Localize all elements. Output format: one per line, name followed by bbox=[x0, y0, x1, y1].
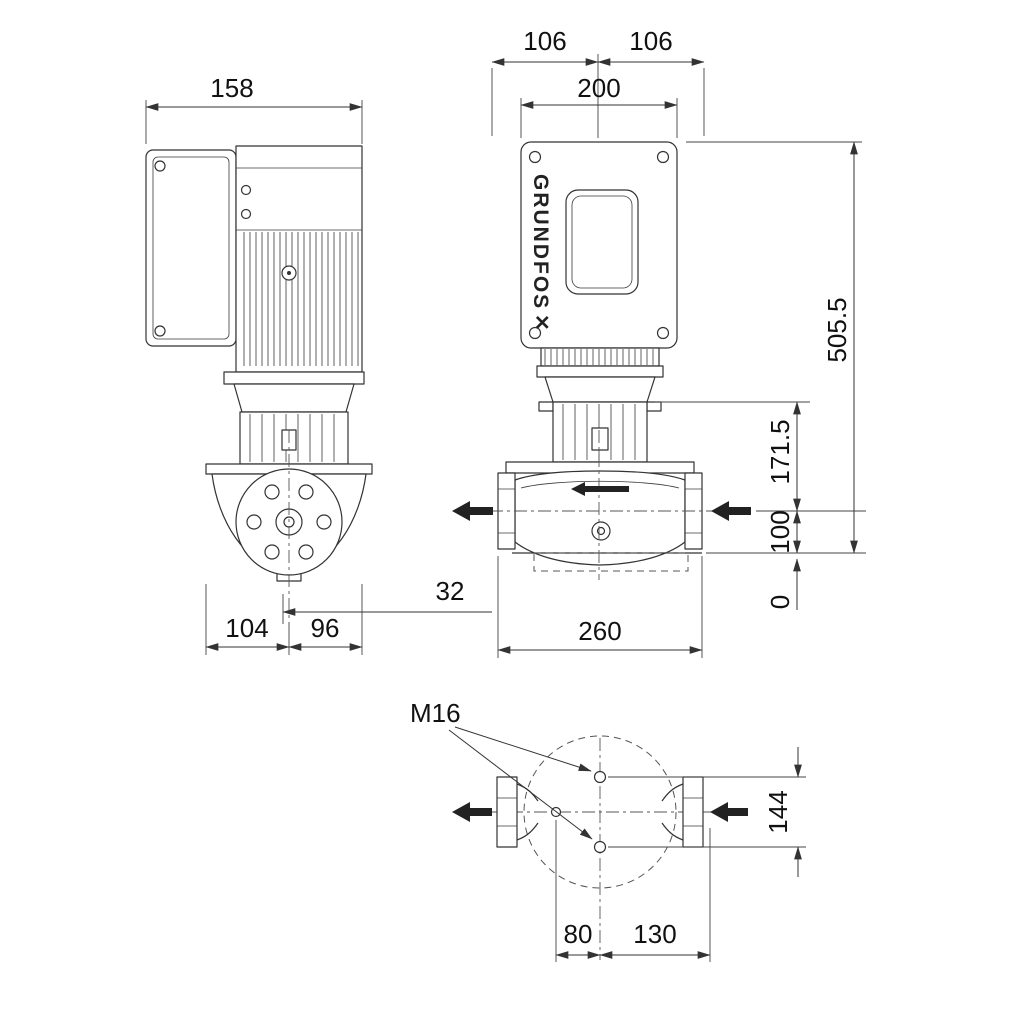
dim-106-left-label: 106 bbox=[523, 26, 566, 56]
motor-bolt-icon bbox=[240, 208, 252, 220]
flow-arrow-outlet-icon bbox=[452, 802, 492, 822]
motor-screw-icon bbox=[528, 326, 542, 340]
dim-m16-label: M16 bbox=[410, 698, 461, 728]
fin-band-fins bbox=[544, 349, 654, 365]
volute-detail-arc bbox=[520, 480, 680, 489]
m16-leader-line bbox=[454, 726, 592, 772]
top-view bbox=[452, 735, 748, 960]
motor-screw-icon bbox=[656, 150, 670, 164]
dim-158-label: 158 bbox=[210, 73, 253, 103]
nameplate bbox=[565, 189, 639, 295]
flange-bolt-hole bbox=[264, 544, 280, 560]
front-view: GRUNDFOS ✕ bbox=[452, 141, 751, 580]
terminal-box bbox=[145, 149, 237, 347]
pipe-neck-line bbox=[661, 822, 684, 841]
motor-fins bbox=[243, 232, 359, 366]
terminal-box-inner bbox=[152, 156, 230, 340]
lantern-tab bbox=[538, 401, 554, 412]
drain-plug-center bbox=[596, 526, 606, 536]
motor-body-side bbox=[235, 145, 363, 373]
motor-flange-band bbox=[223, 371, 365, 385]
pipe-neck-line bbox=[516, 822, 539, 841]
dim-0-label: 0 bbox=[765, 595, 795, 609]
grundfos-logo-text: GRUNDFOS bbox=[529, 174, 552, 310]
dim-144-label: 144 bbox=[763, 790, 793, 833]
dim-32-label: 32 bbox=[436, 576, 465, 606]
lantern-housing bbox=[544, 376, 656, 403]
volute-hidden-circle bbox=[523, 735, 677, 889]
m16-bolt-hole bbox=[593, 770, 607, 784]
flange-bolt-hole bbox=[316, 514, 332, 530]
dim-80-label: 80 bbox=[564, 919, 593, 949]
side-view bbox=[145, 145, 373, 622]
discharge-flange-top bbox=[682, 776, 704, 848]
dim-505-label: 505.5 bbox=[822, 297, 852, 362]
motor-screw-icon bbox=[528, 150, 542, 164]
lantern-tab bbox=[646, 401, 662, 412]
flow-arrow-inlet-icon bbox=[711, 501, 751, 521]
motor-bolt-icon bbox=[240, 184, 252, 196]
side-view-dimensions: 158 104 96 32 bbox=[145, 73, 492, 655]
m16-leader-line bbox=[448, 729, 593, 840]
terminal-box-screw-icon bbox=[154, 325, 166, 337]
drain-plug bbox=[591, 521, 611, 541]
volute-body bbox=[514, 470, 686, 566]
terminal-box-screw-icon bbox=[154, 160, 166, 172]
flow-arrow-outlet-icon bbox=[452, 501, 493, 521]
dim-100-label: 100 bbox=[765, 510, 795, 553]
dim-130-label: 130 bbox=[633, 919, 676, 949]
flange-bolt-hole bbox=[264, 484, 280, 500]
motor-flange-band bbox=[536, 365, 664, 378]
m16-bolt-hole bbox=[593, 840, 607, 854]
foundation-hidden-outline bbox=[533, 552, 689, 572]
lantern-housing bbox=[233, 383, 355, 413]
motor-screw-icon bbox=[656, 326, 670, 340]
pipe-neck-line bbox=[661, 783, 684, 802]
flow-arrow-inlet-icon bbox=[710, 802, 748, 822]
coupling-block bbox=[591, 427, 609, 451]
suction-flange-top bbox=[496, 776, 518, 848]
dim-260-label: 260 bbox=[578, 616, 621, 646]
dim-104-label: 104 bbox=[225, 613, 268, 643]
dim-171-label: 171.5 bbox=[765, 419, 795, 484]
dim-96-label: 96 bbox=[311, 613, 340, 643]
flow-arrow-internal-icon bbox=[571, 482, 629, 496]
nameplate-inner bbox=[571, 195, 633, 289]
flange-bolt-hole bbox=[246, 514, 262, 530]
dim-200-label: 200 bbox=[577, 73, 620, 103]
motor-drain-center bbox=[287, 271, 291, 275]
top-view-dimensions: M16 144 80 130 bbox=[410, 698, 806, 962]
dim-106-right-label: 106 bbox=[629, 26, 672, 56]
front-view-dimensions: 106 106 200 260 505.5 171.5 100 0 bbox=[491, 26, 866, 658]
flange-bolt-hole bbox=[298, 544, 314, 560]
flange-bolt-hole bbox=[298, 484, 314, 500]
pipe-neck-line bbox=[516, 783, 539, 802]
grundfos-logo-icon: ✕ bbox=[530, 314, 552, 331]
